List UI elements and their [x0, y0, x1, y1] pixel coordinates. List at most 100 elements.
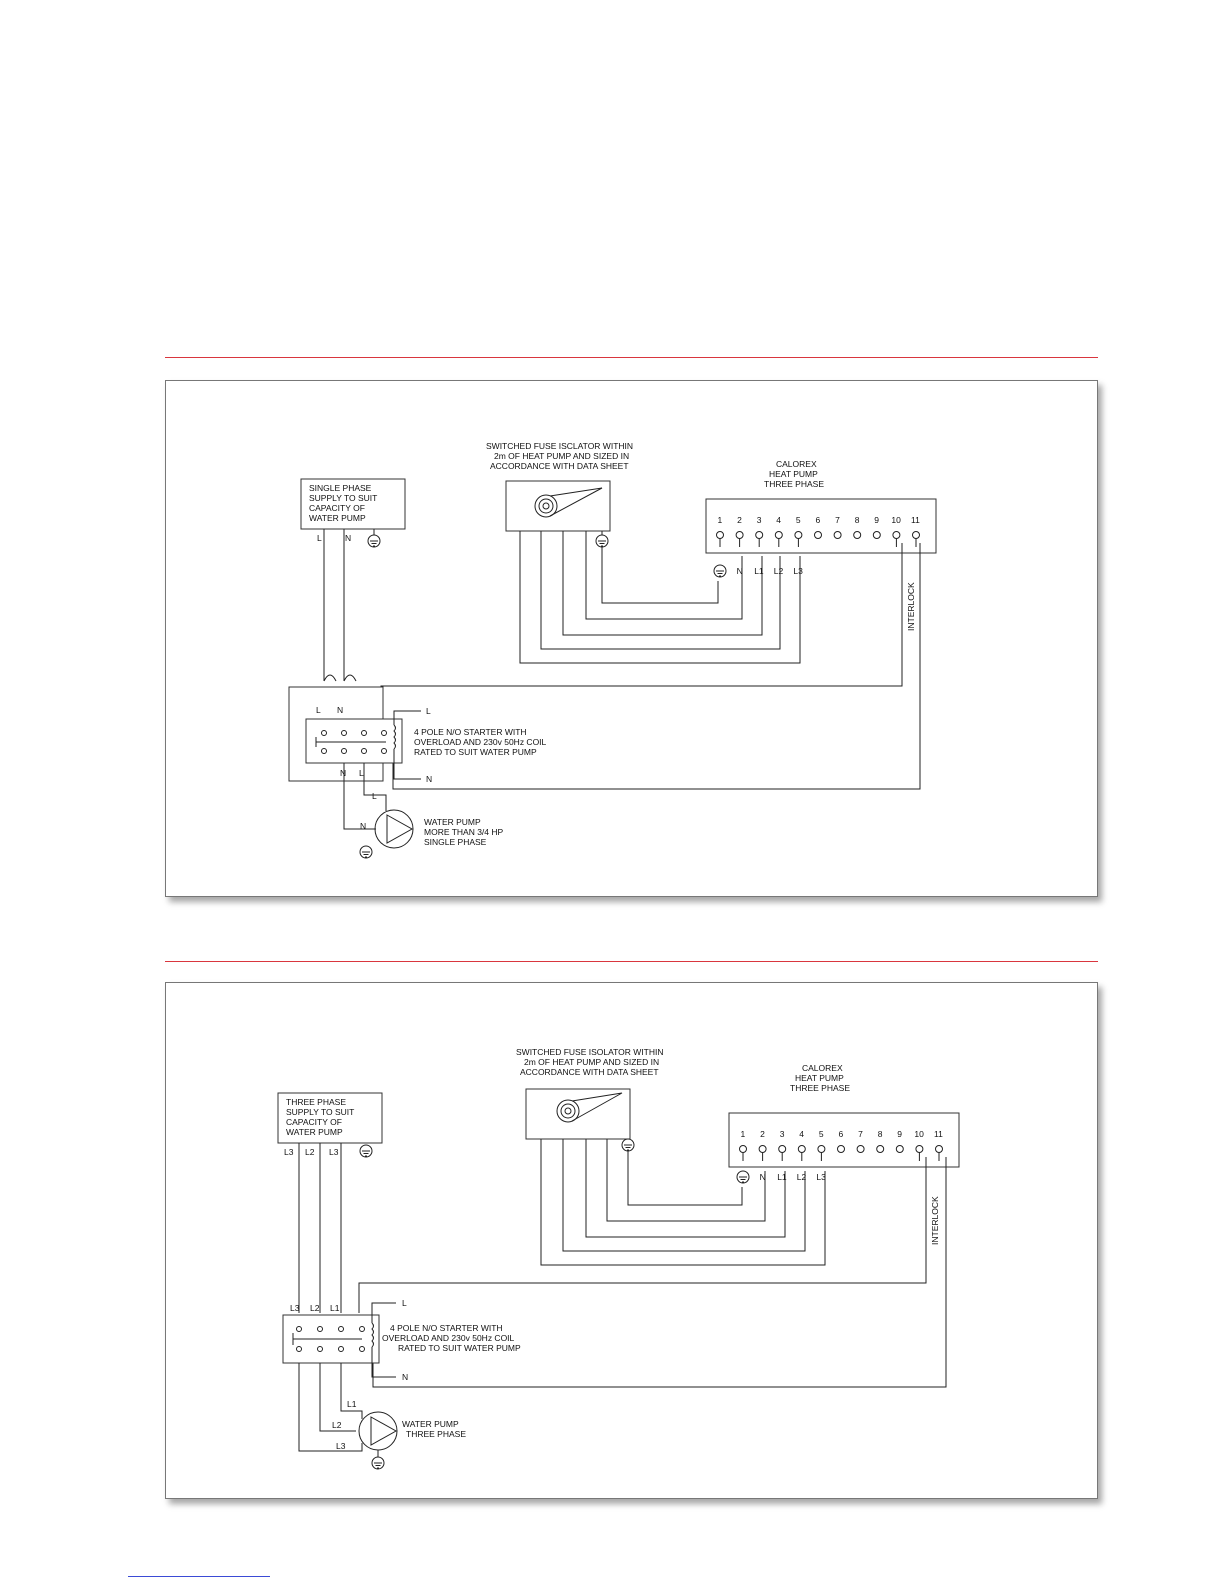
supply-lead-label: L3 — [284, 1147, 294, 1157]
earth-icon — [713, 564, 727, 578]
pump-text-2: MORE THAN 3/4 HP — [424, 827, 504, 837]
heat-pump-text-3: THREE PHASE — [764, 479, 824, 489]
water-pump-icon — [374, 809, 414, 849]
heat-pump-title: CALOREX HEAT PUMP THREE PHASE — [764, 459, 824, 489]
terminal-number: 7 — [858, 1129, 863, 1139]
wiring-diagram-single-phase: SINGLE PHASE SUPPLY TO SUIT CAPACITY OF … — [165, 380, 1098, 897]
starter-box — [288, 686, 403, 782]
starter-top-label: L2 — [310, 1303, 320, 1313]
isolator-text-1: SWITCHED FUSE ISOLATOR WITHIN — [516, 1047, 664, 1057]
terminal-number: 6 — [839, 1129, 844, 1139]
supply-lead-label: L — [317, 533, 322, 543]
supply-text-1: THREE PHASE — [286, 1097, 346, 1107]
supply-text-3: CAPACITY OF — [286, 1117, 342, 1127]
starter-bottom-label: L — [359, 768, 364, 778]
terminal-number: 4 — [799, 1129, 804, 1139]
footer-link-underline — [128, 1576, 270, 1577]
isolator-text-3: ACCORDANCE WITH DATA SHEET — [520, 1067, 659, 1077]
fuse-isolator-box — [525, 1088, 631, 1140]
terminal-screw — [833, 531, 842, 539]
pump-text-3: SINGLE PHASE — [424, 837, 487, 847]
terminal-label: L3 — [793, 566, 803, 576]
heat-pump-text-1: CALOREX — [776, 459, 817, 469]
starter-top-label: L3 — [290, 1303, 300, 1313]
earth-icon — [359, 845, 373, 859]
terminal-number: 7 — [835, 515, 840, 525]
terminal-screw — [895, 1145, 904, 1153]
isolator-text-2: 2m OF HEAT PUMP AND SIZED IN — [494, 451, 629, 461]
starter-text-2: OVERLOAD AND 230v 50Hz COIL — [414, 737, 547, 747]
pump-text-1: WATER PUMP — [424, 817, 481, 827]
water-pump-icon — [358, 1411, 398, 1451]
starter-text-2: OVERLOAD AND 230v 50Hz COIL — [382, 1333, 515, 1343]
pump-lead-label: L1 — [347, 1399, 357, 1409]
earth-icon — [621, 1138, 635, 1152]
supply-text-2: SUPPLY TO SUIT — [309, 493, 377, 503]
terminal-label: N — [737, 566, 743, 576]
heat-pump-title: CALOREX HEAT PUMP THREE PHASE — [790, 1063, 850, 1093]
terminal-number: 3 — [757, 515, 762, 525]
terminal-label: N — [760, 1172, 766, 1182]
terminal-label: L2 — [797, 1172, 807, 1182]
section-rule-top — [165, 357, 1098, 358]
interlock-label: INTERLOCK — [906, 582, 916, 631]
heat-pump-terminal-block — [728, 1112, 960, 1168]
pump-lead-label: N — [360, 821, 366, 831]
pump-lead-label: L3 — [336, 1441, 346, 1451]
supply-text-3: CAPACITY OF — [309, 503, 365, 513]
heat-pump-text-1: CALOREX — [802, 1063, 843, 1073]
coil-l-label: L — [426, 706, 431, 716]
terminal-number: 6 — [816, 515, 821, 525]
interlock-label: INTERLOCK — [930, 1196, 940, 1245]
supply-text-1: SINGLE PHASE — [309, 483, 372, 493]
starter-text-1: 4 POLE N/O STARTER WITH — [414, 727, 527, 737]
terminal-number: 11 — [934, 1129, 943, 1139]
terminal-label: L2 — [774, 566, 784, 576]
starter-bottom-label: N — [340, 768, 346, 778]
terminal-number: 10 — [914, 1129, 924, 1139]
coil-n-label: N — [402, 1372, 408, 1382]
supply-box: THREE PHASE SUPPLY TO SUIT CAPACITY OF W… — [277, 1092, 383, 1144]
supply-lead-label: L2 — [305, 1147, 315, 1157]
heat-pump-terminal-block — [705, 498, 937, 554]
terminal-number: 2 — [760, 1129, 765, 1139]
supply-text-4: WATER PUMP — [309, 513, 366, 523]
terminal-number: 8 — [878, 1129, 883, 1139]
heat-pump-text-2: HEAT PUMP — [795, 1073, 844, 1083]
terminal-screw — [856, 1145, 865, 1153]
pump-text-1: WATER PUMP — [402, 1419, 459, 1429]
terminal-number: 8 — [855, 515, 860, 525]
terminal-screw — [872, 531, 881, 539]
pump-lead-label: L2 — [332, 1420, 342, 1430]
terminal-label: L3 — [816, 1172, 826, 1182]
coil-l-label: L — [402, 1298, 407, 1308]
terminal-number: 9 — [874, 515, 879, 525]
terminal-number: 2 — [737, 515, 742, 525]
earth-icon — [359, 1144, 373, 1158]
earth-icon — [371, 1450, 385, 1470]
isolator-text-3: ACCORDANCE WITH DATA SHEET — [490, 461, 629, 471]
isolator-title: SWITCHED FUSE ISCLATOR WITHIN 2m OF HEAT… — [486, 441, 633, 471]
fuse-isolator-box — [505, 480, 611, 532]
isolator-title: SWITCHED FUSE ISOLATOR WITHIN 2m OF HEAT… — [516, 1047, 664, 1077]
earth-icon — [595, 531, 609, 548]
terminal-number: 4 — [776, 515, 781, 525]
section-rule-middle — [165, 961, 1098, 962]
supply-box: SINGLE PHASE SUPPLY TO SUIT CAPACITY OF … — [300, 478, 406, 530]
starter-top-label: N — [337, 705, 343, 715]
starter-text-3: RATED TO SUIT WATER PUMP — [414, 747, 537, 757]
terminal-number: 10 — [891, 515, 901, 525]
supply-text-4: WATER PUMP — [286, 1127, 343, 1137]
terminal-screw — [876, 1145, 885, 1153]
supply-text-2: SUPPLY TO SUIT — [286, 1107, 354, 1117]
heat-pump-text-2: HEAT PUMP — [769, 469, 818, 479]
terminal-number: 1 — [741, 1129, 746, 1139]
supply-lead-label: N — [345, 533, 351, 543]
supply-lead-label: L3 — [329, 1147, 339, 1157]
isolator-text-1: SWITCHED FUSE ISCLATOR WITHIN — [486, 441, 633, 451]
isolator-text-2: 2m OF HEAT PUMP AND SIZED IN — [524, 1057, 659, 1067]
terminal-screw — [814, 531, 822, 539]
terminal-label: L1 — [777, 1172, 787, 1182]
terminal-label: L1 — [754, 566, 764, 576]
coil-n-label: N — [426, 774, 432, 784]
